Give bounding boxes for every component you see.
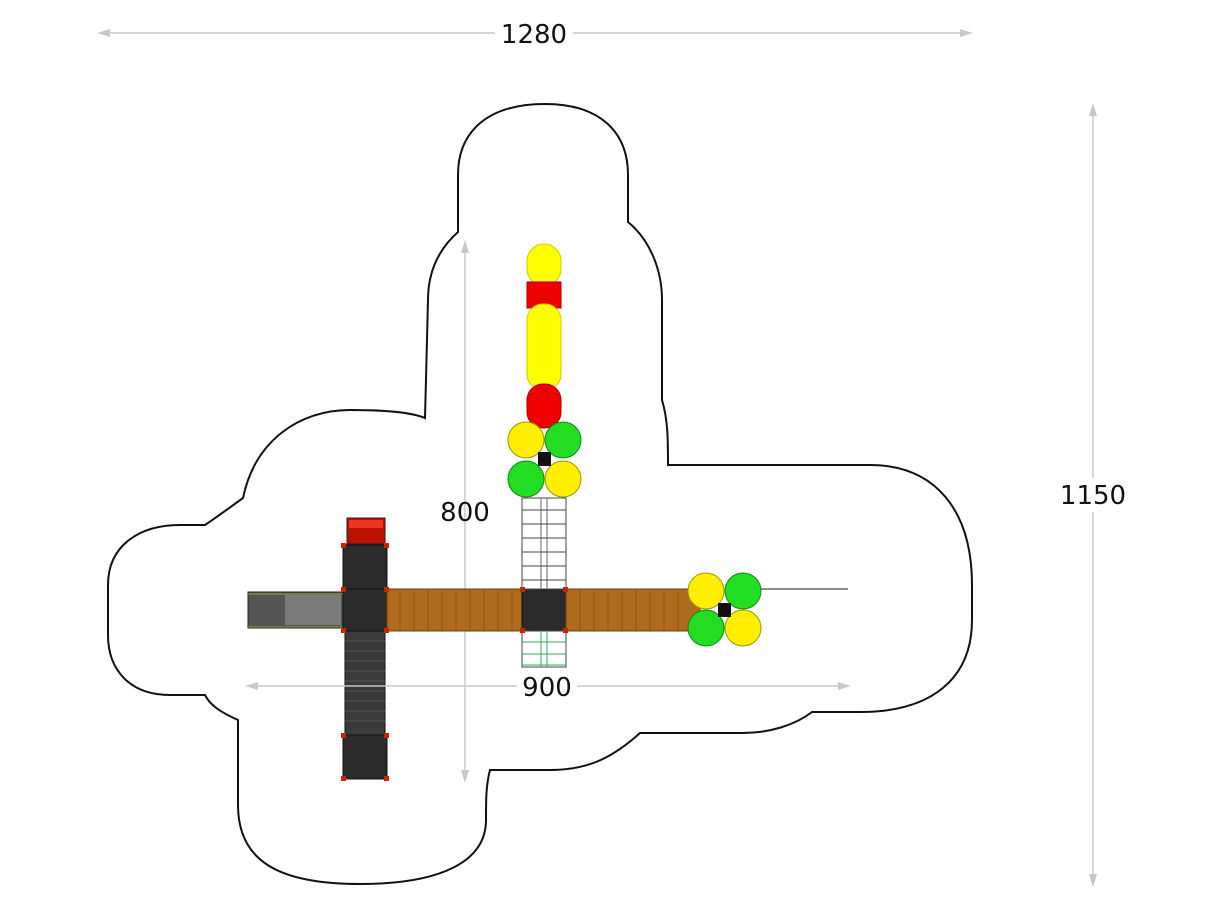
left-slide <box>247 591 345 629</box>
tube-slide <box>526 243 562 429</box>
right-clover-panel <box>687 572 762 647</box>
bottom-left-deck <box>342 734 388 780</box>
equipment-width-dimension: 900 <box>245 672 851 703</box>
wooden-bridge-right <box>565 588 701 632</box>
overall-width-label: 1280 <box>501 20 567 50</box>
overall-height-dimension: 1150 <box>1055 103 1131 887</box>
top-left-roof <box>346 517 386 545</box>
safety-zone-outline <box>107 102 973 886</box>
lower-ladder <box>521 630 567 668</box>
equipment-width-label: 900 <box>522 673 572 703</box>
equipment-height-label: 800 <box>440 498 490 528</box>
left-net-bridge <box>344 630 386 736</box>
upper-ladder <box>521 497 567 590</box>
equipment-height-dimension: 800 <box>440 240 490 783</box>
top-left-deck <box>342 544 388 590</box>
wooden-bridge-left <box>386 588 523 632</box>
overall-width-dimension: 1280 <box>97 18 973 50</box>
left-tower-deck <box>342 588 388 632</box>
top-clover-panel <box>507 421 582 498</box>
central-deck <box>521 588 567 632</box>
overall-height-label: 1150 <box>1060 481 1126 511</box>
red-posts <box>341 543 568 781</box>
playground-equipment <box>247 243 848 781</box>
